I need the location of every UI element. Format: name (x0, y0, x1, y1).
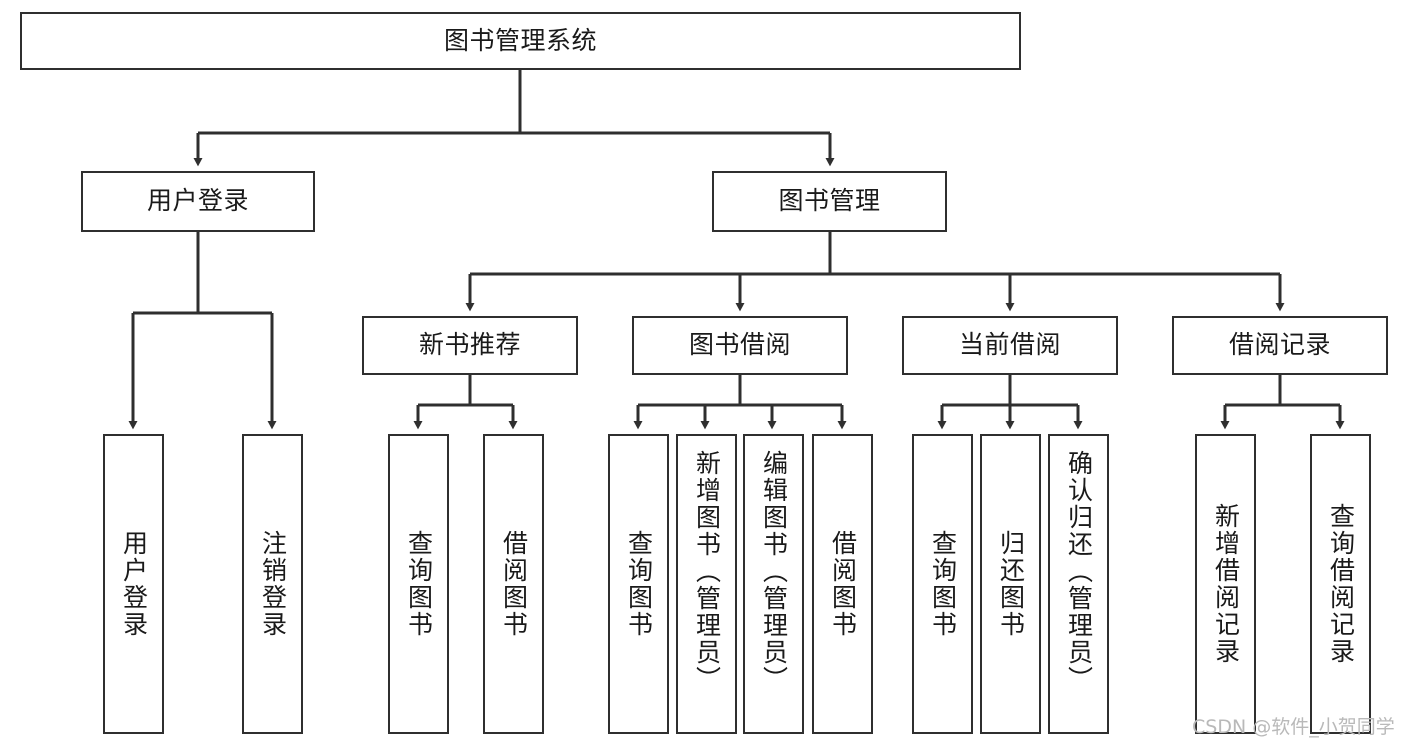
leaf-logout[interactable]: 注销登录 (242, 434, 303, 734)
leaf-return-book-label: 归还图书 (996, 530, 1026, 638)
leaf-user-login[interactable]: 用户登录 (103, 434, 164, 734)
node-user-login-label: 用户登录 (146, 186, 249, 216)
leaf-query-record[interactable]: 查询借阅记录 (1310, 434, 1371, 734)
leaf-borrow-book-1[interactable]: 借阅图书 (483, 434, 544, 734)
leaf-borrow-book-2[interactable]: 借阅图书 (812, 434, 873, 734)
leaf-confirm-return[interactable]: 确认归还（管理员） (1048, 434, 1109, 734)
leaf-borrow-book-1-label: 借阅图书 (499, 530, 529, 638)
leaf-query-book-1-label: 查询图书 (404, 530, 434, 638)
leaf-user-login-label: 用户登录 (119, 530, 149, 638)
node-root[interactable]: 图书管理系统 (20, 12, 1021, 70)
node-book-borrow-label: 图书借阅 (688, 330, 791, 360)
node-book-management[interactable]: 图书管理 (712, 171, 947, 232)
watermark-text: CSDN @软件_小贺同学 (1192, 716, 1395, 738)
node-current-borrow-label: 当前借阅 (958, 330, 1061, 360)
node-new-book-recommend-label: 新书推荐 (418, 330, 521, 360)
leaf-logout-label: 注销登录 (258, 530, 288, 638)
leaf-confirm-return-label: 确认归还（管理员） (1064, 450, 1094, 693)
leaf-return-book[interactable]: 归还图书 (980, 434, 1041, 734)
leaf-add-book[interactable]: 新增图书（管理员） (676, 434, 737, 734)
leaf-query-book-2[interactable]: 查询图书 (608, 434, 669, 734)
leaf-add-record-label: 新增借阅记录 (1211, 503, 1241, 665)
leaf-edit-book-label: 编辑图书（管理员） (759, 450, 789, 693)
leaf-query-book-1[interactable]: 查询图书 (388, 434, 449, 734)
node-user-login[interactable]: 用户登录 (81, 171, 315, 232)
node-root-label: 图书管理系统 (443, 25, 597, 55)
node-book-borrow[interactable]: 图书借阅 (632, 316, 848, 375)
leaf-add-record[interactable]: 新增借阅记录 (1195, 434, 1256, 734)
leaf-add-book-label: 新增图书（管理员） (692, 450, 722, 693)
node-current-borrow[interactable]: 当前借阅 (902, 316, 1118, 375)
leaf-query-book-2-label: 查询图书 (624, 530, 654, 638)
leaf-query-book-3[interactable]: 查询图书 (912, 434, 973, 734)
node-borrow-record-label: 借阅记录 (1228, 330, 1331, 360)
leaf-borrow-book-2-label: 借阅图书 (828, 530, 858, 638)
node-borrow-record[interactable]: 借阅记录 (1172, 316, 1388, 375)
node-new-book-recommend[interactable]: 新书推荐 (362, 316, 578, 375)
leaf-query-record-label: 查询借阅记录 (1326, 503, 1356, 665)
node-book-management-label: 图书管理 (778, 186, 881, 216)
leaf-edit-book[interactable]: 编辑图书（管理员） (743, 434, 804, 734)
leaf-query-book-3-label: 查询图书 (928, 530, 958, 638)
